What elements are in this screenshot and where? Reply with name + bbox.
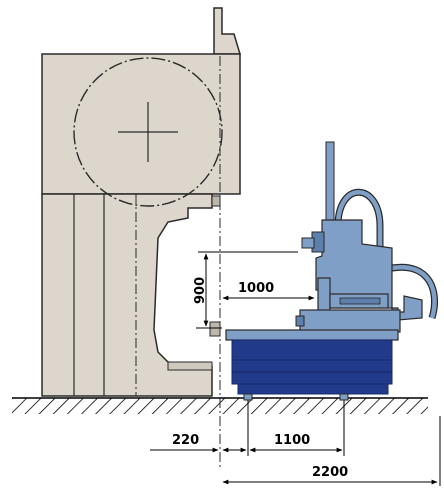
dim-2200-label: 2200 <box>312 465 348 480</box>
left-machine-body <box>41 7 242 470</box>
dim-900-label: 900 <box>193 277 208 304</box>
dim-1100-label: 1100 <box>274 433 310 448</box>
right-machine <box>295 141 439 333</box>
dim-220-label: 220 <box>172 433 199 448</box>
dimension-900: 900 <box>193 251 298 329</box>
dimension-220-1100: 220 1100 <box>150 400 345 456</box>
dimension-2200: 2200 <box>222 416 441 486</box>
table <box>225 329 399 401</box>
dimension-1000: 1000 <box>222 281 315 301</box>
dim-1000-label: 1000 <box>238 281 274 296</box>
